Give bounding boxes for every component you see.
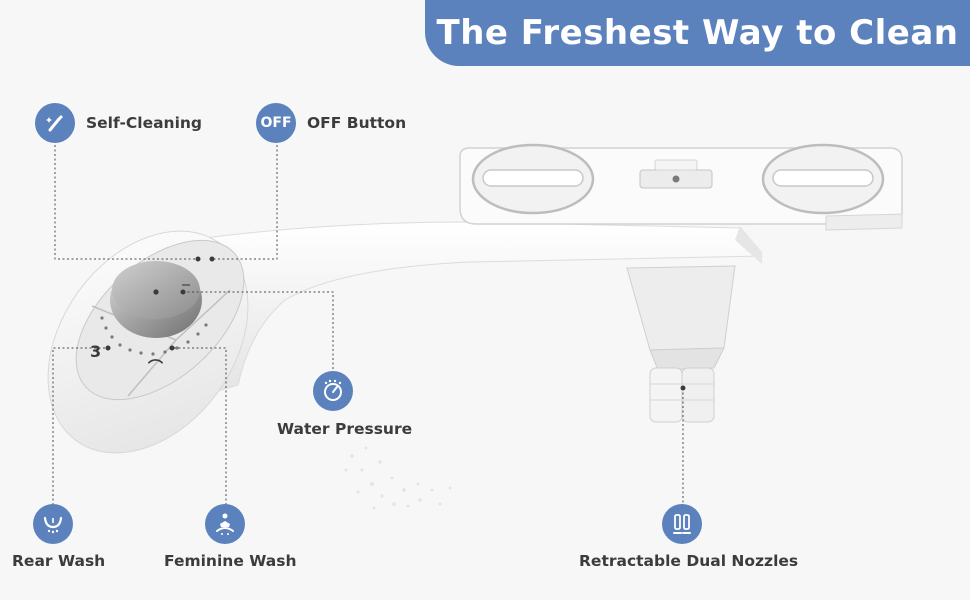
svg-text:⌒: ⌒ — [148, 358, 163, 376]
rear-wash-label: Rear Wash — [12, 552, 106, 570]
nozzles-label: Retractable Dual Nozzles — [579, 552, 799, 570]
off-badge-text: OFF — [260, 115, 292, 131]
rear-spray-icon — [43, 516, 63, 534]
pressure-dial-ticks — [100, 316, 208, 356]
self-cleaning-badge — [35, 103, 75, 143]
feminine-spray-icon — [216, 513, 234, 535]
water-pressure-label: Water Pressure — [277, 420, 413, 438]
feminine-wash-badge — [205, 504, 245, 544]
header-banner: The Freshest Way to Clean — [425, 0, 970, 66]
banner-title: The Freshest Way to Clean — [436, 13, 959, 53]
callout-leaders — [52, 145, 684, 505]
control-panel: 3 ⌒ — [47, 230, 249, 454]
water-pressure-badge — [313, 371, 353, 411]
svg-text:3: 3 — [90, 342, 101, 361]
rear-wash-badge — [33, 504, 73, 544]
water-mist — [344, 446, 452, 510]
off-button-label: OFF Button — [307, 114, 407, 132]
nozzle-housing — [626, 265, 736, 423]
mounting-plate — [459, 143, 903, 264]
gauge-icon — [324, 379, 342, 401]
feminine-wash-label: Feminine Wash — [164, 552, 297, 570]
wand-sparkle-icon — [46, 115, 63, 132]
off-button-badge: OFF — [256, 103, 296, 143]
nozzles-badge — [662, 504, 702, 544]
dual-nozzle-icon — [673, 514, 691, 534]
self-cleaning-label: Self-Cleaning — [86, 114, 203, 132]
connector-arm — [204, 221, 764, 396]
